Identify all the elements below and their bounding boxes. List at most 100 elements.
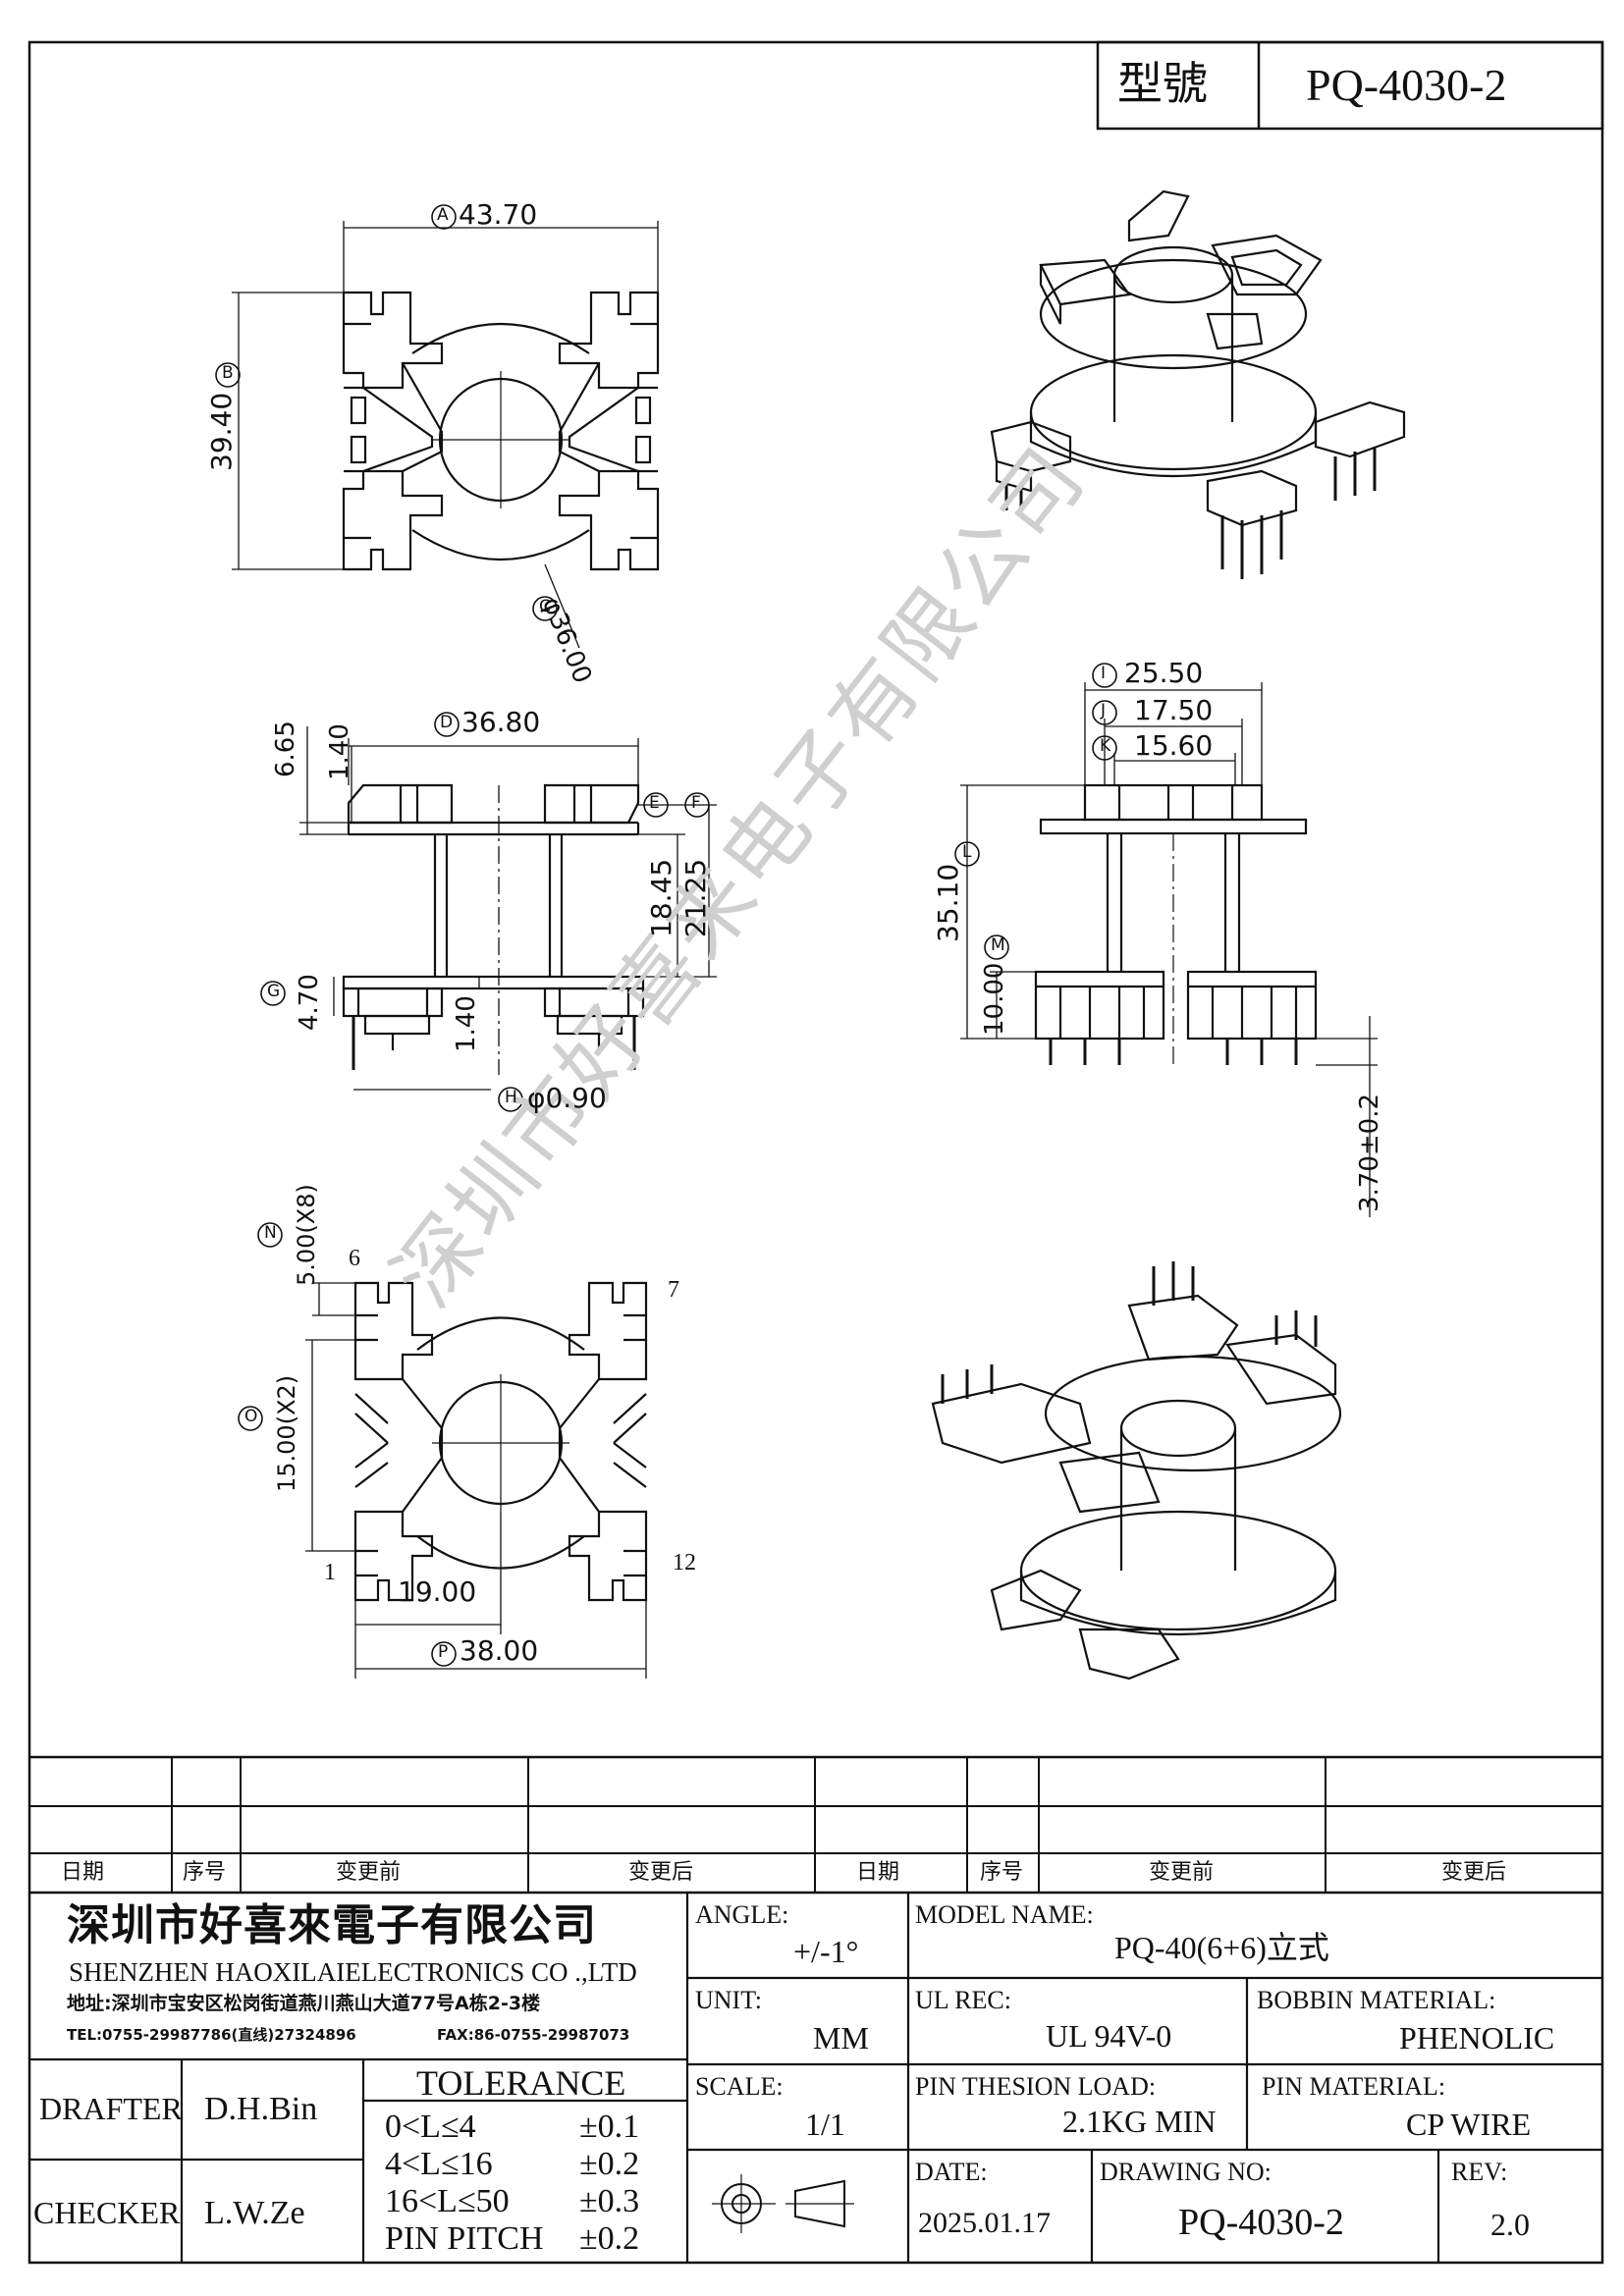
drafter-value: D.H.Bin [204,2091,318,2127]
ul-rec-label: UL REC: [915,1986,1011,2014]
unit-label: UNIT: [695,1986,763,2014]
dim-1-40-bottom: 1.40 [452,995,481,1052]
callout-h: H [505,1088,517,1107]
pin-material-value: CP WIRE [1406,2107,1532,2142]
callout-p: P [438,1642,449,1662]
projection-symbol [712,2174,854,2233]
rev-value: 2.0 [1490,2207,1530,2242]
side-view-dimensions [960,682,1378,1217]
callout-f: F [691,793,701,813]
tolerance-range-3: 16<L≤50 [385,2183,510,2219]
pin-label-6: 6 [349,1246,360,1271]
top-view [342,291,660,571]
front-view-dimensions [299,726,717,1091]
pin-load-value: 2.1KG MIN [1062,2104,1217,2139]
top-view-dimensions [232,221,659,649]
drawing-no-label: DRAWING NO: [1100,2158,1272,2186]
model-name-value: PQ-40(6+6)立式 [1114,1930,1329,1965]
tolerance-range-2: 4<L≤16 [385,2146,493,2182]
angle-value: +/-1° [793,1934,859,1969]
dim-21-25: 21.25 [679,858,712,937]
pin-label-12: 12 [673,1550,696,1575]
dim-m: 10.00 [980,962,1009,1036]
dim-o: 15.00(X2) [273,1374,300,1492]
rev-header-date-2: 日期 [856,1860,900,1885]
bobbin-material-value: PHENOLIC [1399,2020,1555,2056]
dim-h: φ0.90 [527,1082,607,1114]
bottom-view-dimensions [305,1282,647,1679]
dim-18-45: 18.45 [645,858,677,937]
revision-table [29,1755,1602,1895]
dim-4-70: 4.70 [295,974,324,1031]
dim-19-00: 19.00 [398,1575,477,1608]
scale-value: 1/1 [805,2107,845,2142]
callout-e: E [649,793,660,813]
rev-header-after-1: 变更后 [628,1860,694,1885]
pin-load-label: PIN THESION LOAD: [915,2072,1157,2101]
checker-value: L.W.Ze [204,2195,305,2231]
company-tel: TEL:0755-29987786(直线)27324896 [67,2026,356,2044]
callout-o: O [244,1407,258,1426]
dim-b: 39.40 [205,392,238,471]
side-view [1034,783,1318,1065]
dim-i: 25.50 [1124,657,1204,689]
tolerance-value-4: ±0.2 [579,2220,640,2257]
callout-d: D [440,713,454,732]
rev-header-before-1: 变更前 [336,1860,402,1885]
isometric-view-top [990,189,1406,579]
callout-i: I [1101,664,1107,683]
bottom-view [353,1281,648,1602]
header-box [1096,40,1604,131]
sheet-border [27,40,1604,2265]
angle-label: ANGLE: [695,1900,789,1929]
ul-rec-value: UL 94V-0 [1046,2018,1172,2054]
company-fax: FAX:86-0755-29987073 [437,2026,630,2044]
model-value: PQ-4030-2 [1306,60,1507,110]
model-label: 型號 [1117,57,1208,110]
dim-p: 38.00 [460,1634,539,1667]
isometric-view-bottom [931,1261,1342,1681]
scale-label: SCALE: [695,2072,784,2101]
rev-header-date-1: 日期 [61,1860,105,1885]
bobbin-material-label: BOBBIN MATERIAL: [1257,1986,1496,2014]
callout-m: M [991,935,1005,955]
date-value: 2025.01.17 [918,2207,1051,2239]
dim-j: 17.50 [1134,694,1214,726]
callout-k: K [1100,736,1111,756]
pin-label-7: 7 [668,1277,679,1303]
dim-pin-length: 3.70±0.2 [1355,1093,1384,1212]
dim-k: 15.60 [1134,729,1214,762]
pin-label-1: 1 [324,1560,336,1585]
dim-n: 5.00(X8) [293,1184,320,1286]
rev-header-after-2: 变更后 [1441,1860,1507,1885]
tolerance-value-3: ±0.3 [579,2183,640,2219]
dim-1-40-top: 1.40 [325,723,354,780]
tolerance-value-2: ±0.2 [579,2146,640,2182]
company-name-en: SHENZHEN HAOXILAIELECTRONICS CO .,LTD [69,1957,637,1987]
pin-material-label: PIN MATERIAL: [1262,2072,1446,2101]
rev-header-before-2: 变更前 [1149,1860,1215,1885]
callout-n: N [264,1223,277,1243]
callout-b: B [222,363,234,383]
tolerance-value-1: ±0.1 [579,2109,640,2145]
callout-j: J [1101,701,1107,721]
callout-a: A [437,205,449,225]
dim-l: 35.10 [932,863,964,942]
tolerance-range-4: PIN PITCH [385,2220,544,2257]
callout-circles [215,204,1117,1667]
checker-label: CHECKER [33,2195,181,2230]
dim-6-65: 6.65 [271,721,300,777]
company-address: 地址:深圳市宝安区松岗街道燕川燕山大道77号A栋2-3楼 [67,1993,541,2014]
callout-g: G [267,982,281,1001]
drafter-label: DRAFTER [39,2091,183,2126]
tolerance-range-1: 0<L≤4 [385,2109,476,2145]
tolerance-label: TOLERANCE [416,2063,626,2103]
unit-value: MM [813,2020,869,2056]
model-name-label: MODEL NAME: [915,1900,1094,1929]
company-name-cn: 深圳市好喜來電子有限公司 [67,1900,597,1950]
callout-c: C [539,597,551,616]
front-view [342,783,645,1070]
rev-label: REV: [1451,2158,1508,2186]
